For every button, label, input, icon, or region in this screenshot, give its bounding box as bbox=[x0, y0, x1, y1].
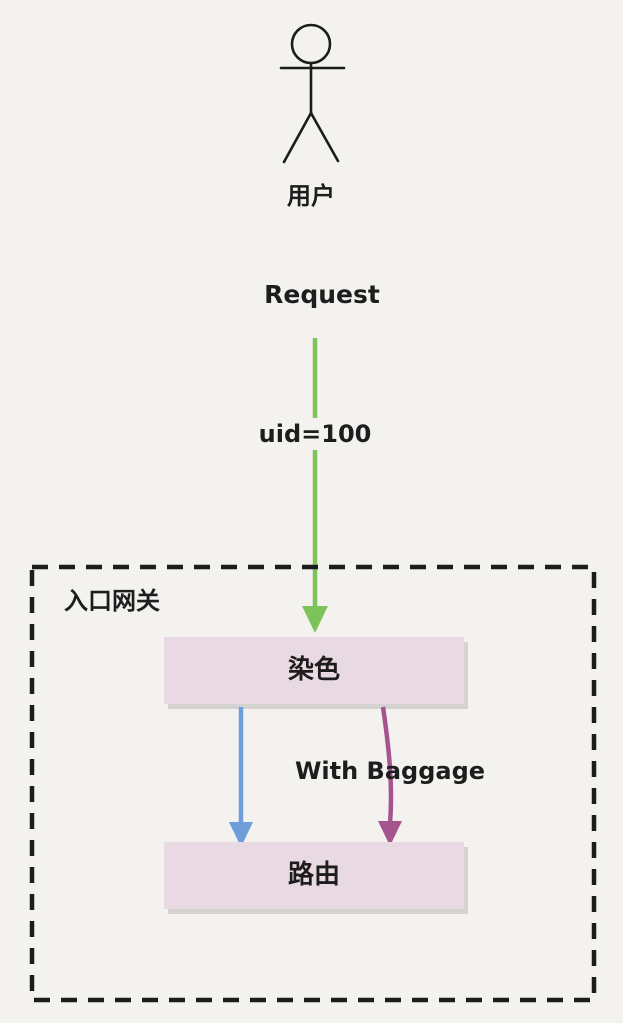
baggage-label: With Baggage bbox=[294, 757, 486, 785]
route-node-box bbox=[164, 842, 468, 914]
no-baggage-arrow bbox=[229, 707, 253, 847]
dye-node-label: 染色 bbox=[287, 655, 340, 685]
uid-label: uid=100 bbox=[248, 418, 382, 450]
dye-node-box bbox=[164, 637, 468, 709]
route-node-label: 路由 bbox=[287, 860, 340, 890]
with-baggage-arrow bbox=[378, 706, 402, 846]
request-label: Request bbox=[264, 280, 380, 309]
gateway-boundary bbox=[29, 564, 597, 1003]
actor-figure-icon bbox=[279, 23, 346, 164]
request-arrow bbox=[302, 338, 328, 633]
gateway-label: 入口网关 bbox=[64, 587, 160, 615]
actor-label: 用户 bbox=[287, 182, 335, 210]
